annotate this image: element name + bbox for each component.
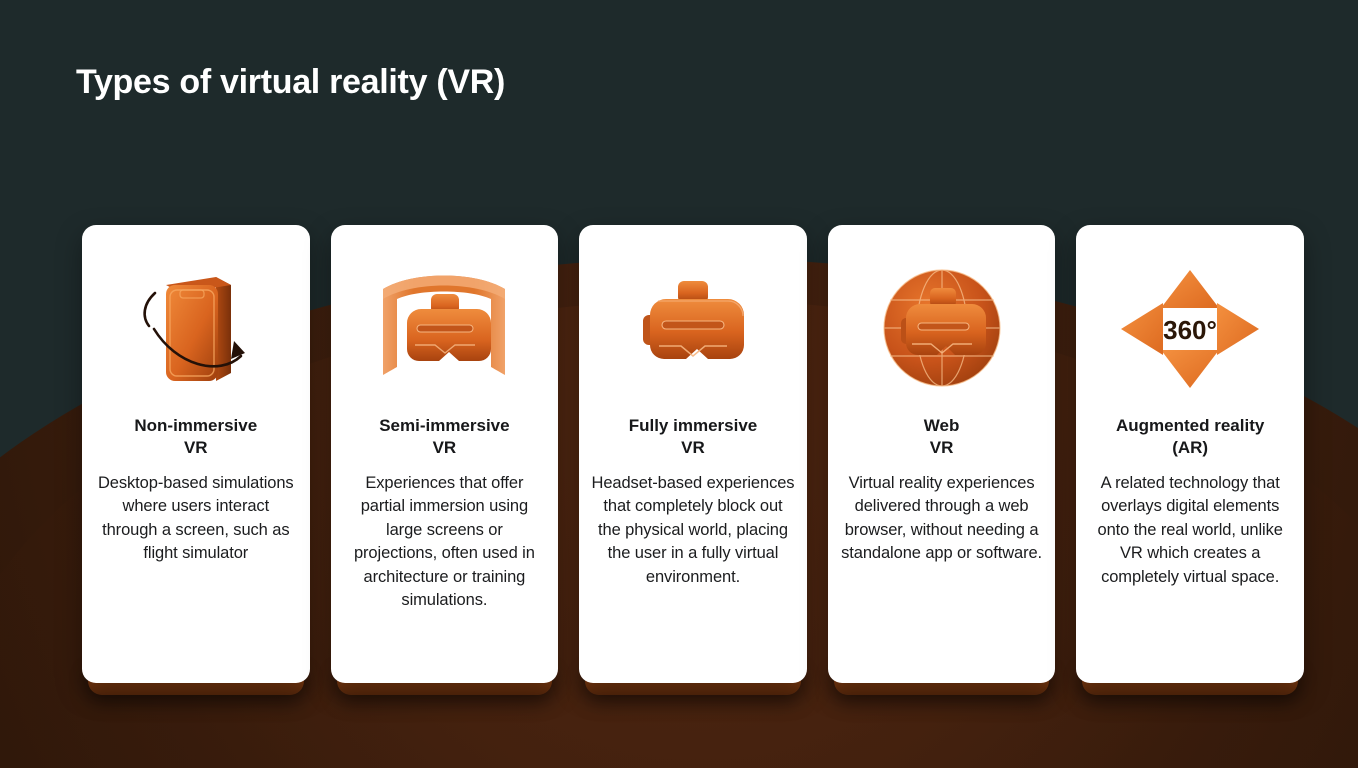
- 360-icon-label: 360°: [1163, 315, 1217, 345]
- vr-headset-icon: [591, 243, 795, 415]
- card-title: Web VR: [923, 416, 960, 458]
- card-description: Headset-based experiences that completel…: [591, 473, 795, 586]
- card-fully-immersive-vr[interactable]: Fully immersive VR Headset-based experie…: [579, 225, 807, 695]
- card-description: Desktop-based simulations where users in…: [97, 473, 294, 563]
- card-description: Experiences that offer partial immersion…: [353, 473, 535, 609]
- card-augmented-reality[interactable]: 360° Augmented reality (AR) A related te…: [1076, 225, 1304, 695]
- 360-arrows-icon: 360°: [1088, 243, 1292, 415]
- card-title: Semi-immersive VR: [379, 416, 510, 458]
- page-title: Types of virtual reality (VR): [76, 63, 506, 101]
- card-title: Non-immersive VR: [134, 416, 258, 458]
- card-description: A related technology that overlays digit…: [1097, 473, 1283, 586]
- card-title: Fully immersive VR: [628, 416, 758, 458]
- card-title: Augmented reality (AR): [1116, 416, 1265, 458]
- tilted-phone-rotate-icon: [94, 243, 298, 415]
- card-non-immersive-vr[interactable]: Non-immersive VR Desktop-based simulatio…: [82, 225, 310, 695]
- card-semi-immersive-vr[interactable]: Semi-immersive VR Experiences that offer…: [330, 225, 559, 695]
- card-description: Virtual reality experiences delivered th…: [841, 473, 1043, 563]
- vr-types-card-list: Non-immersive VR Desktop-based simulatio…: [82, 225, 1304, 695]
- card-web-vr[interactable]: Web VR Virtual reality experiences deliv…: [827, 225, 1056, 695]
- globe-headset-icon: [840, 243, 1044, 415]
- curved-screen-headset-icon: [343, 243, 547, 415]
